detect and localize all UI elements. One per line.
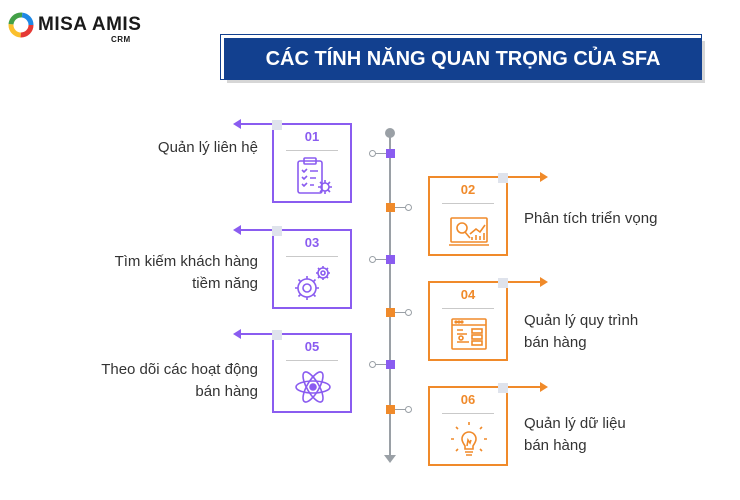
marker-04 bbox=[386, 308, 395, 317]
card-tab bbox=[498, 278, 508, 288]
arrow-head-02 bbox=[540, 172, 548, 182]
feature-number: 03 bbox=[304, 235, 320, 250]
connector-dot-05 bbox=[369, 361, 376, 368]
feature-number: 01 bbox=[304, 129, 320, 144]
brand-sub: CRM bbox=[111, 35, 131, 44]
lightbulb-icon bbox=[451, 422, 487, 456]
connector-dot-04 bbox=[405, 309, 412, 316]
card-divider bbox=[286, 256, 338, 257]
marker-03 bbox=[386, 255, 395, 264]
card-divider bbox=[442, 413, 494, 414]
analytics-chart-icon bbox=[449, 217, 489, 246]
connector-01 bbox=[373, 153, 387, 154]
arrow-head-05 bbox=[233, 329, 241, 339]
workflow-window-icon bbox=[451, 318, 487, 350]
connector-03 bbox=[373, 259, 387, 260]
arrow-head-06 bbox=[540, 382, 548, 392]
marker-01 bbox=[386, 149, 395, 158]
connector-05 bbox=[373, 364, 387, 365]
feature-number: 06 bbox=[460, 392, 476, 407]
brand-name: MISA AMIS bbox=[38, 14, 142, 35]
timeline-end-arrow bbox=[384, 455, 396, 463]
connector-dot-01 bbox=[369, 150, 376, 157]
page-title: CÁC TÍNH NĂNG QUAN TRỌNG CỦA SFA bbox=[265, 47, 661, 70]
card-divider bbox=[286, 360, 338, 361]
card-tab bbox=[272, 120, 282, 130]
connector-04 bbox=[393, 312, 407, 313]
card-divider bbox=[286, 150, 338, 151]
feature-card-06: 06 bbox=[428, 383, 508, 466]
feature-label-01: Quản lý liên hệ bbox=[157, 139, 258, 156]
clipboard-gear-icon bbox=[297, 157, 332, 194]
connector-dot-03 bbox=[369, 256, 376, 263]
feature-label-06: Quản lý dữ liệu bán hàng bbox=[524, 415, 626, 454]
card-tab bbox=[272, 226, 282, 236]
feature-card-02: 02 bbox=[428, 173, 508, 256]
brand-logo: MISA AMIS CRM bbox=[8, 10, 142, 50]
title-banner: CÁC TÍNH NĂNG QUAN TRỌNG CỦA SFA bbox=[220, 34, 702, 80]
connector-02 bbox=[393, 207, 407, 208]
arrow-head-04 bbox=[540, 277, 548, 287]
connector-dot-06 bbox=[405, 406, 412, 413]
brand-mark-icon bbox=[8, 12, 34, 38]
card-tab bbox=[498, 173, 508, 183]
card-divider bbox=[442, 203, 494, 204]
marker-06 bbox=[386, 405, 395, 414]
feature-label-05: Theo dõi các hoạt động bán hàng bbox=[101, 361, 258, 400]
marker-05 bbox=[386, 360, 395, 369]
marker-02 bbox=[386, 203, 395, 212]
feature-number: 02 bbox=[460, 182, 476, 197]
timeline-spine bbox=[389, 132, 391, 460]
arrow-head-03 bbox=[233, 225, 241, 235]
card-divider bbox=[442, 308, 494, 309]
atom-icon bbox=[295, 371, 331, 403]
connector-06 bbox=[393, 409, 407, 410]
feature-card-01: 01 bbox=[272, 120, 352, 203]
feature-label-03: Tìm kiếm khách hàng tiềm năng bbox=[114, 253, 258, 292]
feature-number: 04 bbox=[460, 287, 476, 302]
arrow-head-01 bbox=[233, 119, 241, 129]
timeline-start-dot bbox=[385, 128, 395, 138]
feature-card-04: 04 bbox=[428, 278, 508, 361]
feature-label-02: Phân tích triển vọng bbox=[524, 210, 658, 227]
card-tab bbox=[498, 383, 508, 393]
feature-number: 05 bbox=[304, 339, 320, 354]
connector-dot-02 bbox=[405, 204, 412, 211]
feature-card-05: 05 bbox=[272, 330, 352, 413]
card-tab bbox=[272, 330, 282, 340]
feature-label-04: Quản lý quy trình bán hàng bbox=[524, 312, 639, 351]
feature-card-03: 03 bbox=[272, 226, 352, 309]
gears-icon bbox=[295, 266, 330, 300]
